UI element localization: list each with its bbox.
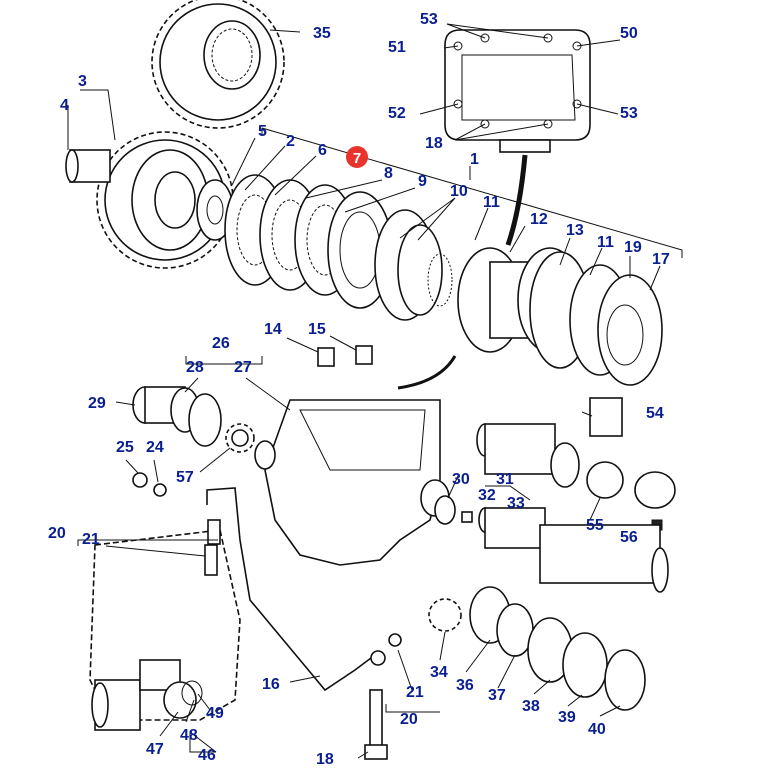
clutch-pack xyxy=(196,174,453,321)
callout-31: 31 xyxy=(496,471,514,488)
callout-4: 4 xyxy=(60,97,69,114)
nut-25 xyxy=(132,472,148,488)
callout-49: 49 xyxy=(206,705,224,722)
callout-50: 50 xyxy=(620,25,638,42)
callout-39: 39 xyxy=(558,709,576,726)
callout-29: 29 xyxy=(88,395,106,412)
callout-47: 47 xyxy=(146,741,164,758)
callout-53-top: 53 xyxy=(420,11,438,28)
callout-18-bottom: 18 xyxy=(316,751,334,768)
callout-27: 27 xyxy=(234,359,252,376)
callout-35: 35 xyxy=(313,25,331,42)
callout-16: 16 xyxy=(262,676,280,693)
solenoid-valve xyxy=(91,659,203,731)
callout-10: 10 xyxy=(450,183,468,200)
callout-2: 2 xyxy=(286,133,295,150)
callout-32: 32 xyxy=(478,487,496,504)
group-bracket xyxy=(261,127,683,258)
callout-52: 52 xyxy=(388,105,406,122)
callout-14: 14 xyxy=(264,321,282,338)
bearing-55 xyxy=(586,461,624,499)
housing xyxy=(254,399,450,566)
callout-38: 38 xyxy=(522,698,540,715)
callout-54: 54 xyxy=(646,405,664,422)
callout-37: 37 xyxy=(488,687,506,704)
callout-55: 55 xyxy=(586,517,604,534)
fitting-21 xyxy=(370,650,386,666)
callout-30: 30 xyxy=(452,471,470,488)
callout-53-right: 53 xyxy=(620,105,638,122)
callout-labels: 7 1 2 3 4 5 6 8 9 10 11 11 12 13 14 15 1… xyxy=(48,11,670,768)
ring-gear-35 xyxy=(151,0,285,129)
callout-33: 33 xyxy=(507,495,525,512)
bearing-stack xyxy=(428,586,646,711)
callout-26: 26 xyxy=(212,335,230,352)
seal-54 xyxy=(589,397,623,437)
callout-11-a: 11 xyxy=(483,194,500,211)
callout-13: 13 xyxy=(566,222,584,239)
shaft-33 xyxy=(478,507,669,593)
callout-57: 57 xyxy=(176,469,194,486)
callout-28: 28 xyxy=(186,359,204,376)
callout-51: 51 xyxy=(388,39,406,56)
plug-32 xyxy=(461,511,473,523)
callout-11-b: 11 xyxy=(597,234,614,251)
washer-24 xyxy=(153,483,167,497)
callout-21-left: 21 xyxy=(82,531,100,548)
callout-25: 25 xyxy=(116,439,134,456)
housing-arrow xyxy=(397,355,457,390)
callout-21-bottom: 21 xyxy=(406,684,424,701)
seal-30 xyxy=(434,495,456,525)
valve-block xyxy=(89,519,241,721)
callout-20-left: 20 xyxy=(48,525,66,542)
callout-17: 17 xyxy=(652,251,670,268)
callout-36: 36 xyxy=(456,677,474,694)
callout-46: 46 xyxy=(198,747,216,764)
leader-lines xyxy=(67,23,661,759)
callout-1: 1 xyxy=(470,151,479,168)
cover-plate xyxy=(444,29,591,153)
callout-40: 40 xyxy=(588,721,606,738)
callout-5: 5 xyxy=(258,123,267,140)
drive-gear-3 xyxy=(65,131,234,269)
callout-6: 6 xyxy=(318,142,327,159)
callout-20-bottom: 20 xyxy=(400,711,418,728)
shaft-assembly-1 xyxy=(457,247,663,386)
bearing-set-26 xyxy=(132,386,255,453)
callout-9: 9 xyxy=(418,173,427,190)
pipe-16 xyxy=(206,487,376,692)
assembly-arrow xyxy=(505,154,528,246)
callout-18-top: 18 xyxy=(425,135,443,152)
callout-24: 24 xyxy=(146,439,164,456)
highlight-marker xyxy=(346,146,368,168)
bolt-18 xyxy=(369,689,383,751)
callout-3: 3 xyxy=(78,73,87,90)
callout-48: 48 xyxy=(180,727,198,744)
callout-12: 12 xyxy=(530,211,548,228)
cap-15 xyxy=(355,345,373,365)
callout-15: 15 xyxy=(308,321,326,338)
shaft-31 xyxy=(476,423,580,488)
cap-14 xyxy=(317,347,335,367)
callout-7: 7 xyxy=(353,150,361,167)
callout-8: 8 xyxy=(384,165,393,182)
callout-19: 19 xyxy=(624,239,642,256)
callout-56: 56 xyxy=(620,529,638,546)
callout-34: 34 xyxy=(430,664,448,681)
